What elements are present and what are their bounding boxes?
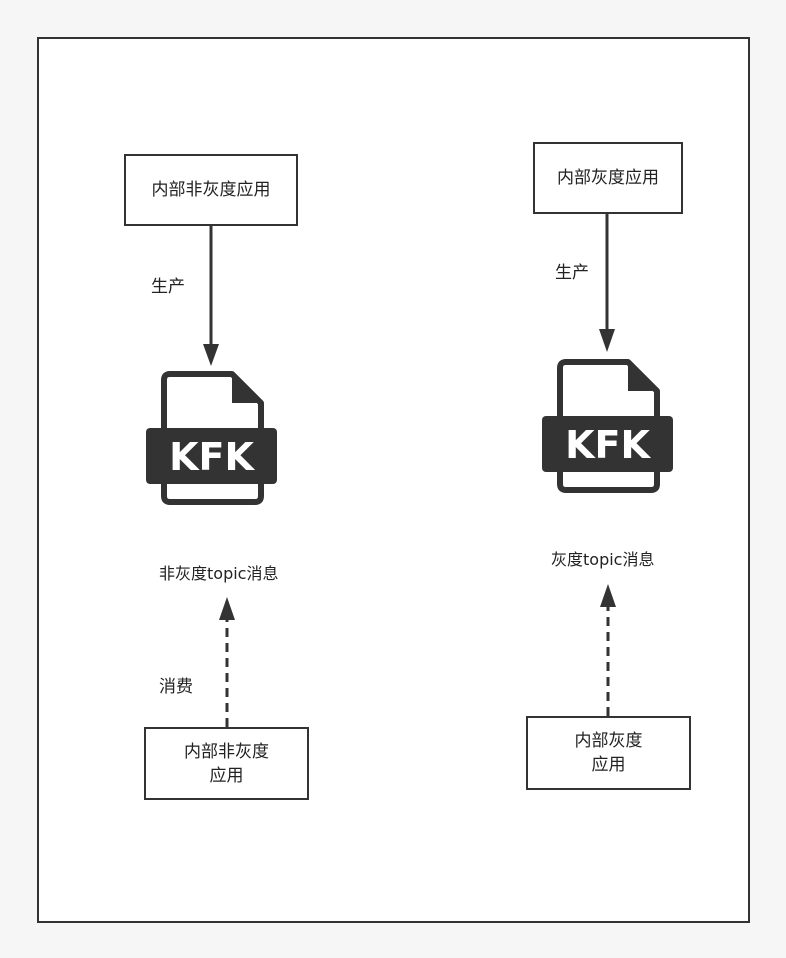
right-produce-label: 生产 xyxy=(555,263,589,283)
left-produce-arrowhead xyxy=(203,344,219,366)
left-kafka-file-icon: KFK xyxy=(146,371,277,505)
left-producer-box[interactable]: 内部非灰度应用 xyxy=(124,154,298,226)
right-producer-box[interactable]: 内部灰度应用 xyxy=(533,142,683,214)
right-topic-label: 灰度topic消息 xyxy=(551,550,655,569)
right-consume-arrowhead xyxy=(600,584,616,607)
left-consume-label: 消费 xyxy=(159,677,193,697)
right-consumer-box[interactable]: 内部灰度 应用 xyxy=(526,716,691,790)
right-kafka-file-icon: KFK xyxy=(542,359,673,493)
left-consumer-box[interactable]: 内部非灰度 应用 xyxy=(144,727,309,800)
right-produce-arrowhead xyxy=(599,329,615,352)
left-kafka-icon-text: KFK xyxy=(169,435,255,479)
right-kafka-icon-text: KFK xyxy=(565,423,651,467)
left-topic-label: 非灰度topic消息 xyxy=(159,564,279,583)
left-produce-label: 生产 xyxy=(151,277,185,297)
left-consume-arrowhead xyxy=(219,597,235,620)
